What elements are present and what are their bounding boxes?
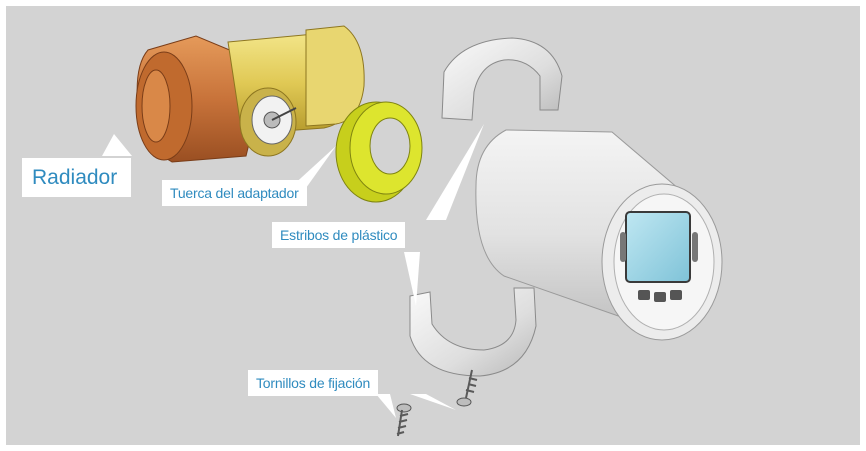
left-button — [620, 232, 626, 262]
exploded-view-illustration — [102, 25, 723, 437]
callout-pointers — [102, 124, 484, 418]
lower-plastic-bracket — [409, 287, 537, 377]
screw-callout-pointer-left — [376, 394, 396, 418]
bracket-callout-pointer-lower — [404, 252, 420, 306]
fixing-screw-left — [396, 403, 412, 437]
thermostat-head — [475, 129, 723, 341]
right-button — [692, 232, 698, 262]
diagram-panel: Radiador Tuerca del adaptador Estribos d… — [6, 6, 860, 445]
screw-callout-pointer-right — [410, 394, 456, 410]
fixing-screw-right — [456, 369, 478, 407]
lower-button-1 — [638, 290, 650, 300]
radiator-callout-pointer — [102, 134, 132, 156]
adapter-nut — [335, 101, 423, 203]
display-screen — [625, 211, 691, 283]
lower-button-3 — [670, 290, 682, 300]
adapter-callout-pointer — [290, 146, 336, 188]
bracket-callout-pointer-upper — [426, 124, 484, 220]
adapter-nut-label: Tuerca del adaptador — [162, 180, 307, 206]
fixing-screws-label: Tornillos de fijación — [248, 370, 379, 396]
lower-button-2 — [654, 292, 666, 302]
plastic-brackets-label: Estribos de plástico — [272, 222, 406, 248]
upper-plastic-bracket — [441, 37, 563, 121]
radiator-valve — [135, 25, 365, 163]
radiator-label: Radiador — [22, 158, 132, 197]
